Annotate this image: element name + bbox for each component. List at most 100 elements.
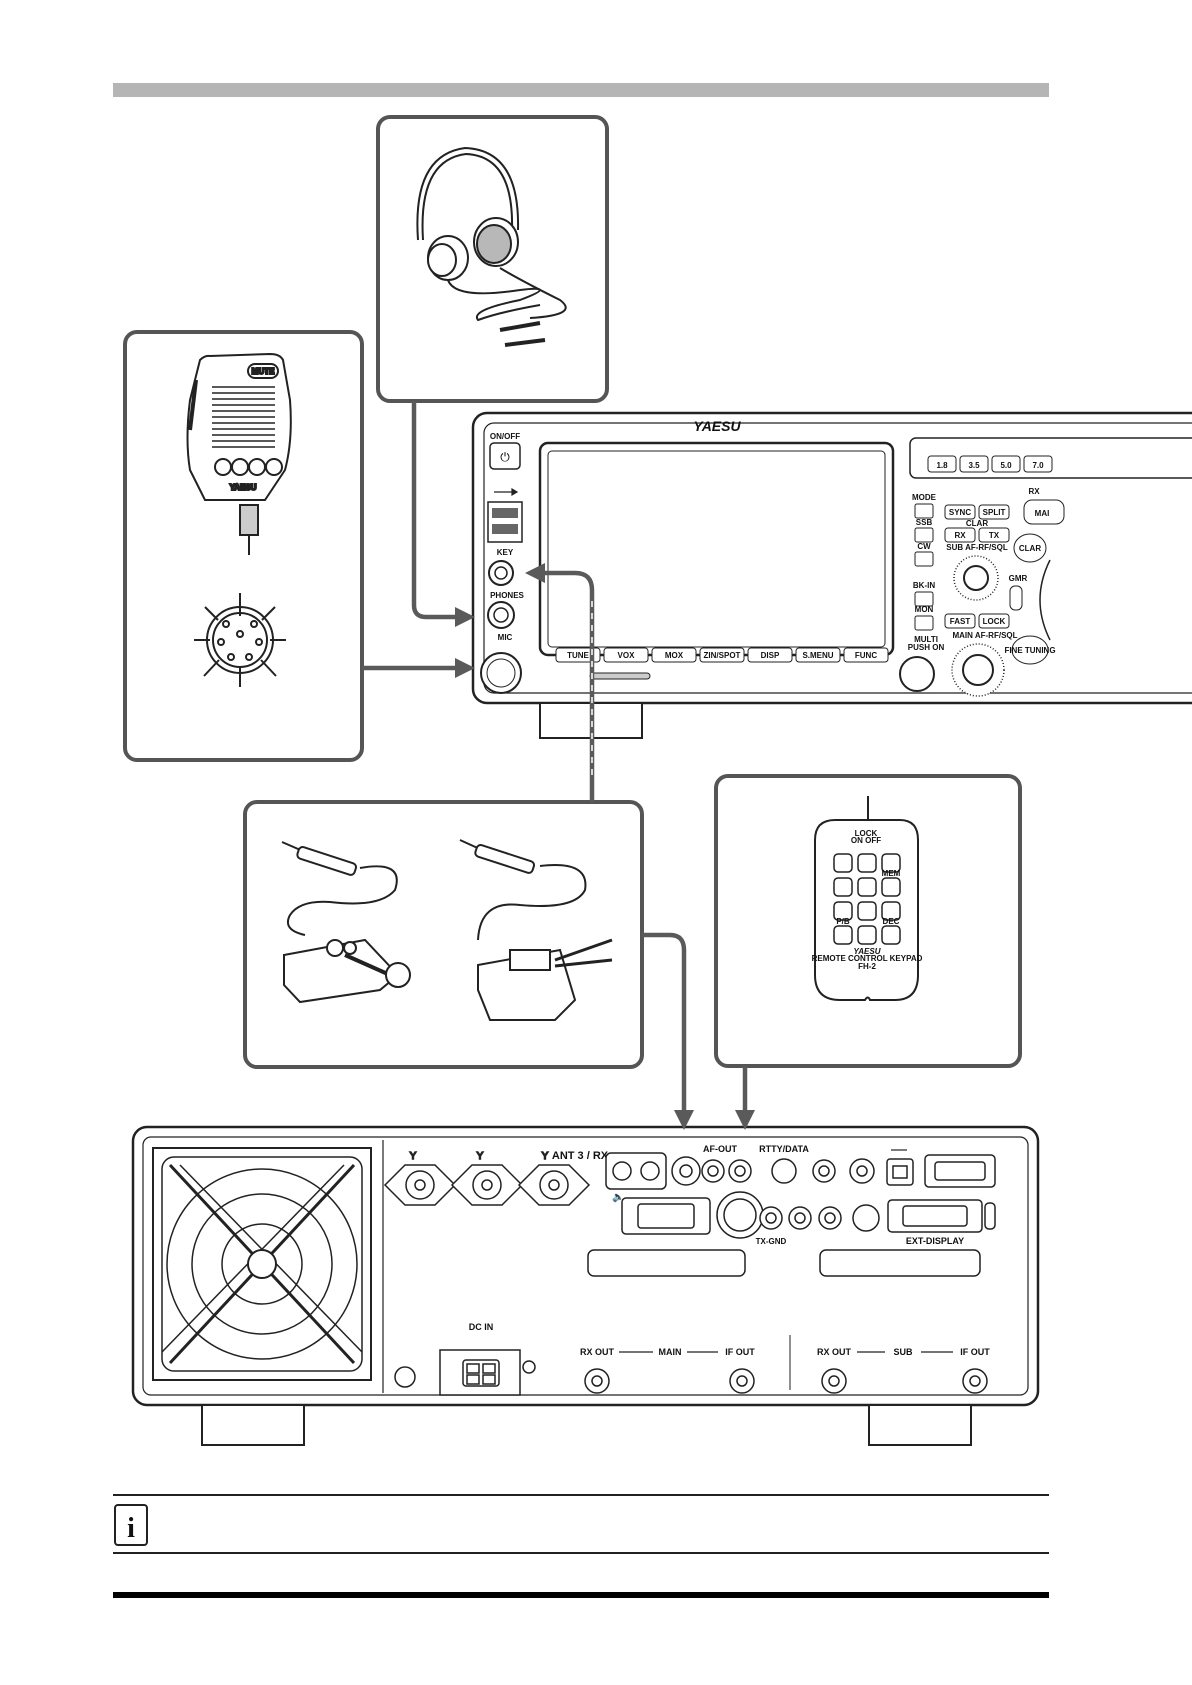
main-tab-label: MAI: [1035, 509, 1050, 518]
sync-label: SYNC: [949, 508, 971, 517]
lock-button[interactable]: [978, 613, 1010, 629]
band-label-3-5: 3.5: [968, 461, 980, 470]
power-button[interactable]: [489, 442, 521, 470]
band-label-7-0: 7.0: [1032, 461, 1044, 470]
clar-rx-button[interactable]: [944, 527, 976, 543]
microphone-icon: MUTE YAESU: [186, 352, 292, 555]
split-button[interactable]: [978, 504, 1010, 520]
mini-din-jack[interactable]: [852, 1204, 880, 1232]
keypad-dec-label: DEC: [883, 917, 900, 926]
keypad-key-8[interactable]: [857, 901, 877, 921]
fine-tuning-button[interactable]: [1011, 635, 1049, 665]
sync-button[interactable]: [944, 504, 976, 520]
soft-key-func[interactable]: [843, 647, 889, 663]
soft-key-mox[interactable]: [651, 647, 697, 663]
rear-switch[interactable]: [984, 1202, 996, 1230]
cooling-fan: [152, 1147, 372, 1381]
keypad-key-0[interactable]: [857, 925, 877, 945]
soft-key-zin-spot-label: ZIN/SPOT: [704, 651, 741, 660]
band-label-1-8: 1.8: [936, 461, 948, 470]
main-rx-out-label: RX OUT: [580, 1347, 615, 1357]
keypad-key-1[interactable]: [833, 853, 853, 873]
keypad-key-3[interactable]: [881, 853, 901, 873]
keypad-key-7[interactable]: [833, 901, 853, 921]
soft-key-zin-spot[interactable]: [699, 647, 745, 663]
band-label-5-0: 5.0: [1000, 461, 1012, 470]
soft-key-vox-label: VOX: [618, 651, 636, 660]
ssb-label: SSB: [916, 518, 933, 527]
soft-key-tune[interactable]: [555, 647, 601, 663]
antenna-icon: Y: [410, 1151, 417, 1162]
gmr-button[interactable]: [1009, 585, 1023, 611]
cw-button[interactable]: [914, 551, 934, 567]
transceiver-front-panel: YAESU ON/OFF ⏻ KEY PHONES MIC TUNE: [471, 411, 1192, 739]
band-button-3-5[interactable]: [959, 455, 989, 473]
power-icon: ⏻: [500, 450, 510, 464]
main-if-out-label: IF OUT: [725, 1347, 755, 1357]
mode-button[interactable]: [914, 503, 934, 519]
push-on-label: PUSH ON: [908, 643, 945, 652]
keypad-key-4[interactable]: [833, 877, 853, 897]
multi-label: MULTI: [914, 635, 938, 644]
soft-key-vox[interactable]: [603, 647, 649, 663]
clar-tx-button[interactable]: [978, 527, 1010, 543]
mode-buttons: MODE SSB CW BK-IN MON MULTI PUSH ON: [899, 493, 945, 692]
soft-key-mox-label: MOX: [665, 651, 684, 660]
key-jack-label: KEY: [497, 548, 514, 557]
keys-panel: [243, 800, 644, 1069]
clar-label: CLAR: [966, 519, 988, 528]
ssb-button[interactable]: [914, 527, 934, 543]
rear-foot-right: [868, 1404, 972, 1446]
mic-connector-icon: [194, 593, 286, 687]
sub-group-label: SUB: [893, 1347, 913, 1357]
soft-key-func-label: FUNC: [855, 651, 877, 660]
fast-button[interactable]: [944, 613, 976, 629]
mute-label: MUTE: [252, 367, 275, 376]
keypad-key-2[interactable]: [857, 853, 877, 873]
keypad-key-dec[interactable]: [881, 925, 901, 945]
keypad-caption: REMOTE CONTROL KEYPAD: [812, 954, 923, 963]
clar-knob[interactable]: [1013, 533, 1047, 563]
antenna-icon: Y: [542, 1151, 549, 1162]
sub-knob-label: SUB AF-RF/SQL: [946, 543, 1008, 552]
main-tab[interactable]: [1023, 499, 1065, 525]
sd-slot: [589, 672, 651, 680]
band-button-7-0[interactable]: [1023, 455, 1053, 473]
connection-arrows: [362, 401, 748, 1115]
multi-knob[interactable]: [899, 656, 935, 692]
soft-key-smenu[interactable]: [795, 647, 841, 663]
bkin-button[interactable]: [914, 591, 934, 607]
microphone-panel: MUTE YAESU: [123, 330, 364, 762]
keypad-key-6[interactable]: [881, 877, 901, 897]
dc-in-label: DC IN: [469, 1322, 494, 1332]
mon-button[interactable]: [914, 615, 934, 631]
remote-keypad-panel: LOCK ON OFF MEM P/B DEC YAESU REMOTE CON…: [714, 774, 1022, 1068]
rtty-data-jack[interactable]: [771, 1158, 797, 1184]
antenna-connectors: Y Y Y: [383, 1150, 591, 1206]
front-brand: YAESU: [693, 418, 741, 434]
clar-knob-label: CLAR: [1019, 544, 1041, 553]
clar-rx-label: RX: [954, 531, 966, 540]
keypad-mem-label: MEM: [882, 869, 901, 878]
band-button-5-0[interactable]: [991, 455, 1021, 473]
keypad-key-pb[interactable]: [833, 925, 853, 945]
keypad-key-5[interactable]: [857, 877, 877, 897]
ant3-rx-label: ANT 3 / RX: [552, 1150, 609, 1162]
keypad-key-9[interactable]: [881, 901, 901, 921]
soft-keys: TUNE VOX MOX ZIN/SPOT DISP S.MENU FUNC: [555, 647, 889, 663]
vent-grille-left: [587, 1249, 746, 1277]
soft-key-disp[interactable]: [747, 647, 793, 663]
af-out-label: AF-OUT: [703, 1144, 737, 1154]
band-button-1-8[interactable]: [927, 455, 957, 473]
usb-icon: [494, 487, 519, 497]
header-bar: [113, 83, 1049, 97]
ground-terminal[interactable]: [394, 1366, 416, 1388]
lock-label: LOCK: [983, 617, 1006, 626]
keypad-lock-label: LOCK: [855, 829, 878, 838]
soft-key-smenu-label: S.MENU: [802, 651, 833, 660]
headphones-panel: [376, 115, 609, 403]
footer-rule: [113, 1592, 1049, 1598]
rx-tab-label: RX: [1028, 487, 1040, 496]
mic-brand: YAESU: [230, 483, 257, 492]
tx-gnd-label: TX-GND: [756, 1237, 787, 1246]
